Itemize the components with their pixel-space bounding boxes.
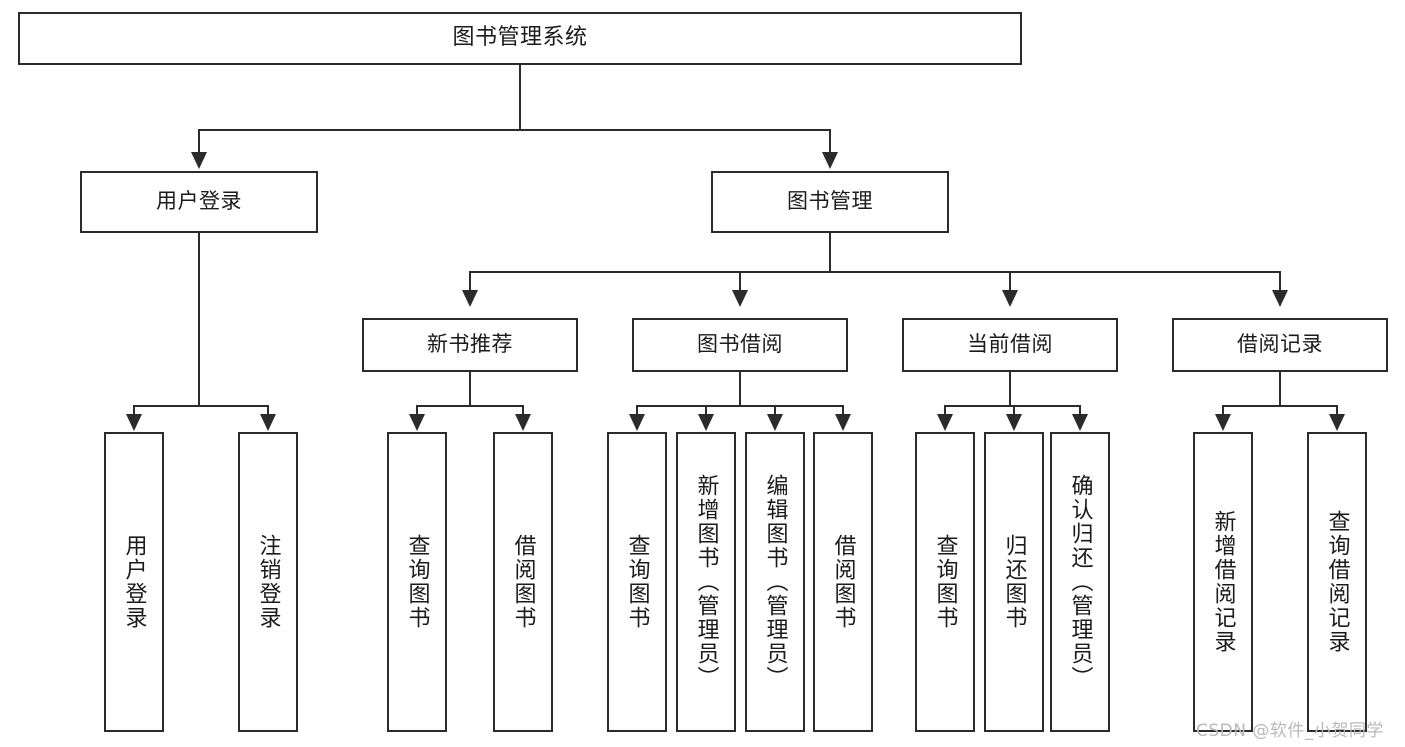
leaf-query-book-2[interactable]: 查询图书 — [607, 432, 667, 732]
leaf-query-book-1[interactable]: 查询图书 — [387, 432, 447, 732]
edge-to-book-management — [829, 129, 831, 154]
node-label: 查询借阅记录 — [1324, 510, 1350, 654]
node-label: 查询图书 — [932, 534, 958, 630]
leaf-user-login[interactable]: 用户登录 — [104, 432, 164, 732]
leaf-borrow-book-2[interactable]: 借阅图书 — [813, 432, 873, 732]
edge-user-login-bus — [133, 405, 268, 407]
leaf-borrow-book-1[interactable]: 借阅图书 — [493, 432, 553, 732]
node-book-borrow[interactable]: 图书借阅 — [632, 318, 848, 372]
node-current-borrow[interactable]: 当前借阅 — [902, 318, 1118, 372]
node-label: 查询图书 — [624, 534, 650, 630]
node-label: 图书借阅 — [697, 332, 783, 357]
node-label: 新增借阅记录 — [1210, 510, 1236, 654]
edge-user-login-stem — [198, 233, 200, 406]
leaf-add-book[interactable]: 新增图书（管理员） — [676, 432, 736, 732]
edge-to-user-login — [198, 129, 200, 154]
node-label: 借阅图书 — [830, 534, 856, 630]
arrow-leaf-user-login — [126, 414, 142, 431]
node-label: 借阅记录 — [1237, 332, 1323, 357]
edge-level2-bus — [198, 129, 831, 131]
arrow-leaf-return-book — [1006, 414, 1022, 431]
node-label: 注销登录 — [255, 534, 281, 630]
edge-borrow-record-stem — [1279, 372, 1281, 406]
leaf-query-borrow-record[interactable]: 查询借阅记录 — [1307, 432, 1367, 732]
node-label: 查询图书 — [404, 534, 430, 630]
leaf-confirm-return[interactable]: 确认归还（管理员） — [1050, 432, 1110, 732]
node-label: 用户登录 — [121, 534, 147, 630]
leaf-logout-login[interactable]: 注销登录 — [238, 432, 298, 732]
edge-book-borrow-stem — [739, 372, 741, 406]
edge-new-book-recommend-stem — [469, 372, 471, 406]
arrow-leaf-borrow-book-1 — [515, 414, 531, 431]
edge-new-book-recommend-bus — [416, 405, 524, 407]
arrow-to-user-login — [191, 152, 207, 169]
arrow-leaf-query-borrow-record — [1329, 414, 1345, 431]
arrow-leaf-add-borrow-record — [1215, 414, 1231, 431]
node-label: 归还图书 — [1001, 534, 1027, 630]
arrow-leaf-confirm-return — [1072, 414, 1088, 431]
edge-current-borrow-stem — [1009, 372, 1011, 406]
node-label: 借阅图书 — [510, 534, 536, 630]
edge-book-management-stem — [829, 233, 831, 272]
csdn-watermark: CSDN @软件_小贺同学 — [1196, 721, 1384, 741]
leaf-return-book[interactable]: 归还图书 — [984, 432, 1044, 732]
edge-current-borrow-bus — [944, 405, 1081, 407]
leaf-edit-book[interactable]: 编辑图书（管理员） — [745, 432, 805, 732]
edge-borrow-record-bus — [1222, 405, 1338, 407]
node-label: 新书推荐 — [427, 332, 513, 357]
edge-to-book-borrow — [739, 271, 741, 293]
node-new-book-recommend[interactable]: 新书推荐 — [362, 318, 578, 372]
arrow-to-new-book-recommend — [462, 290, 478, 307]
edge-level3-bus — [469, 271, 1280, 273]
arrow-leaf-edit-book — [767, 414, 783, 431]
node-label: 新增图书（管理员） — [693, 474, 719, 690]
arrow-leaf-query-book-1 — [409, 414, 425, 431]
edge-root-stem — [519, 65, 521, 130]
arrow-to-borrow-record — [1272, 290, 1288, 307]
arrow-leaf-logout-login — [260, 414, 276, 431]
arrow-leaf-query-book-3 — [937, 414, 953, 431]
arrow-leaf-add-book — [698, 414, 714, 431]
node-book-management[interactable]: 图书管理 — [711, 171, 949, 233]
arrow-leaf-borrow-book-2 — [835, 414, 851, 431]
arrow-to-book-borrow — [732, 290, 748, 307]
node-label: 编辑图书（管理员） — [762, 474, 788, 690]
arrow-to-current-borrow — [1002, 290, 1018, 307]
edge-to-new-book-recommend — [469, 271, 471, 293]
edge-to-borrow-record — [1279, 271, 1281, 293]
node-label: 当前借阅 — [967, 332, 1053, 357]
node-label: 图书管理 — [787, 189, 873, 214]
leaf-query-book-3[interactable]: 查询图书 — [915, 432, 975, 732]
edge-book-borrow-bus — [636, 405, 844, 407]
node-system-root[interactable]: 图书管理系统 — [18, 12, 1022, 65]
node-label: 图书管理系统 — [452, 25, 588, 51]
leaf-add-borrow-record[interactable]: 新增借阅记录 — [1193, 432, 1253, 732]
node-label: 用户登录 — [156, 189, 242, 214]
node-borrow-record[interactable]: 借阅记录 — [1172, 318, 1388, 372]
edge-to-current-borrow — [1009, 271, 1011, 293]
arrow-leaf-query-book-2 — [629, 414, 645, 431]
node-label: 确认归还（管理员） — [1067, 474, 1093, 690]
arrow-to-book-management — [822, 152, 838, 169]
node-user-login[interactable]: 用户登录 — [80, 171, 318, 233]
